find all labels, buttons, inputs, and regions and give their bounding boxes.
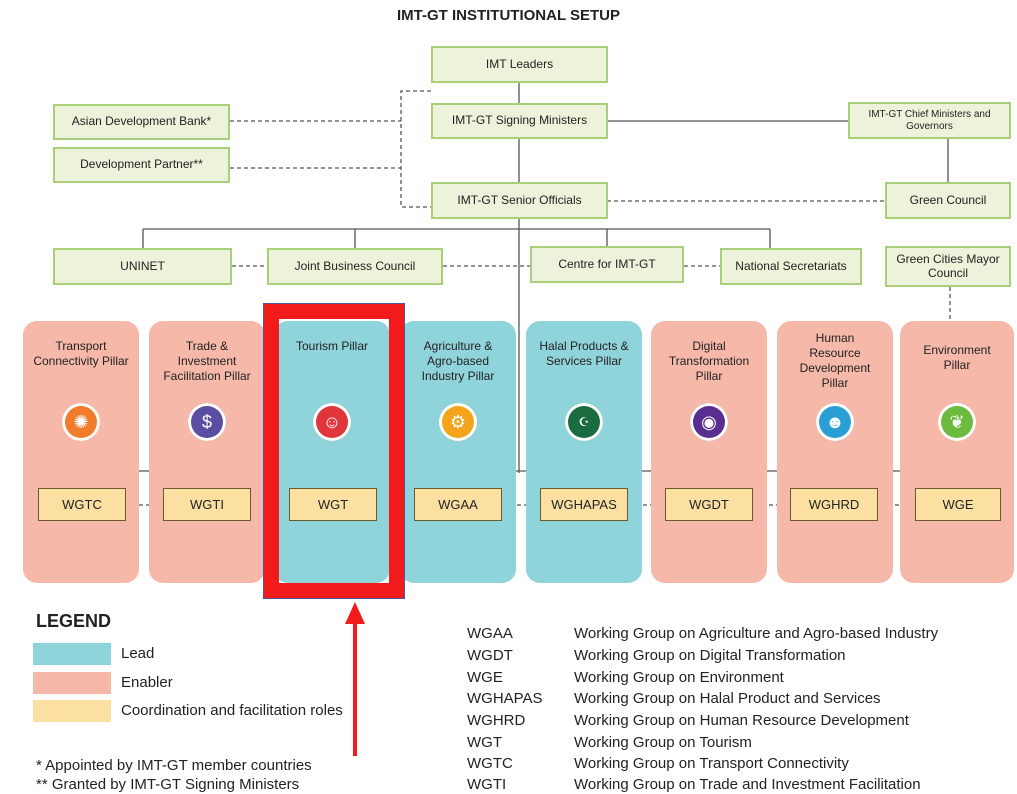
note-granted: ** Granted by IMT-GT Signing Ministers [36,776,300,793]
pillar-halal-label: Halal Products & Services Pillar [539,339,629,368]
legend-title: LEGEND [36,611,112,631]
wg-wge: WGE [915,488,1001,521]
abbr-term: WGTC [467,755,513,772]
legend-swatch-coordination [33,700,111,722]
node-national-secretariats: National Secretariats [720,248,862,285]
abbr-term: WGAA [467,625,513,642]
tourism-highlight-frame [263,303,405,599]
pillar-tourism: Tourism Pillar ☺ [274,321,390,583]
pillar-halal: Halal Products & Services Pillar ☪ [526,321,642,583]
leaf-icon: ❦ [938,403,976,441]
pillar-agriculture: Agriculture & Agro-based Industry Pillar… [400,321,516,583]
abbr-definition: Working Group on Tourism [574,734,752,751]
pillar-hrd-label: Human Resource Development Pillar [799,331,871,390]
node-green-cities-mayor-council: Green Cities Mayor Council [885,246,1011,287]
node-signing-ministers: IMT-GT Signing Ministers [431,103,608,139]
node-chief-ministers: IMT-GT Chief Ministers and Governors [848,102,1011,139]
pillar-environment: Environment Pillar ❦ [900,321,1014,583]
pillar-trade: Trade & Investment Facilitation Pillar $ [149,321,265,583]
note-appointed: * Appointed by IMT-GT member countries [36,757,312,774]
wg-wgt: WGT [289,488,377,521]
wg-wghrd: WGHRD [790,488,878,521]
node-joint-business-council: Joint Business Council [267,248,443,285]
network-icon: ✺ [62,403,100,441]
node-development-partner: Development Partner** [53,147,230,183]
abbr-definition: Working Group on Environment [574,669,784,686]
pillar-environment-label: Environment Pillar [923,343,991,372]
people-icon: ☻ [816,403,854,441]
digital-icon: ◉ [690,403,728,441]
node-green-council: Green Council [885,182,1011,219]
node-senior-officials: IMT-GT Senior Officials [431,182,608,219]
halal-icon: ☪ [565,403,603,441]
wg-wgtc: WGTC [38,488,126,521]
abbr-term: WGTI [467,776,507,793]
wg-wgti: WGTI [163,488,251,521]
abbr-definition: Working Group on Digital Transformation [574,647,846,664]
tractor-icon: ⚙ [439,403,477,441]
tourism-icon: ☺ [313,403,351,441]
abbr-term: WGDT [467,647,513,664]
abbr-definition: Working Group on Transport Connectivity [574,755,849,772]
pillar-transport-label: Transport Connectivity Pillar [33,339,129,368]
pillar-trade-label: Trade & Investment Facilitation Pillar [163,339,251,383]
pillar-digital-label: Digital Transformation Pillar [668,339,750,383]
abbr-definition: Working Group on Agriculture and Agro-ba… [574,625,939,642]
abbr-term: WGHRD [467,712,526,729]
wg-wghapas: WGHAPAS [540,488,628,521]
abbr-term: WGHAPAS [467,690,543,707]
legend-swatch-enabler [33,672,111,694]
abbr-definition: Working Group on Halal Product and Servi… [574,690,881,707]
pillar-agriculture-label: Agriculture & Agro-based Industry Pillar [421,339,495,383]
abbr-definition: Working Group on Trade and Investment Fa… [574,776,921,793]
node-uninet: UNINET [53,248,232,285]
node-imt-leaders: IMT Leaders [431,46,608,83]
pillar-hrd: Human Resource Development Pillar ☻ [777,321,893,583]
legend-label-coordination: Coordination and facilitation roles [121,702,343,719]
node-asian-development-bank: Asian Development Bank* [53,104,230,140]
trade-icon: $ [188,403,226,441]
wg-wgaa: WGAA [414,488,502,521]
diagram-title: IMT-GT INSTITUTIONAL SETUP [396,7,621,24]
abbr-definition: Working Group on Human Resource Developm… [574,712,909,729]
wg-wgdt: WGDT [665,488,753,521]
legend-label-enabler: Enabler [121,674,173,691]
pillar-digital: Digital Transformation Pillar ◉ [651,321,767,583]
pillar-tourism-label: Tourism Pillar [295,339,368,353]
abbr-term: WGE [467,669,503,686]
abbr-term: WGT [467,734,502,751]
legend-label-lead: Lead [121,645,155,662]
node-centre-imt-gt: Centre for IMT-GT [530,246,684,283]
pillar-transport: Transport Connectivity Pillar ✺ [23,321,139,583]
legend-swatch-lead [33,643,111,665]
